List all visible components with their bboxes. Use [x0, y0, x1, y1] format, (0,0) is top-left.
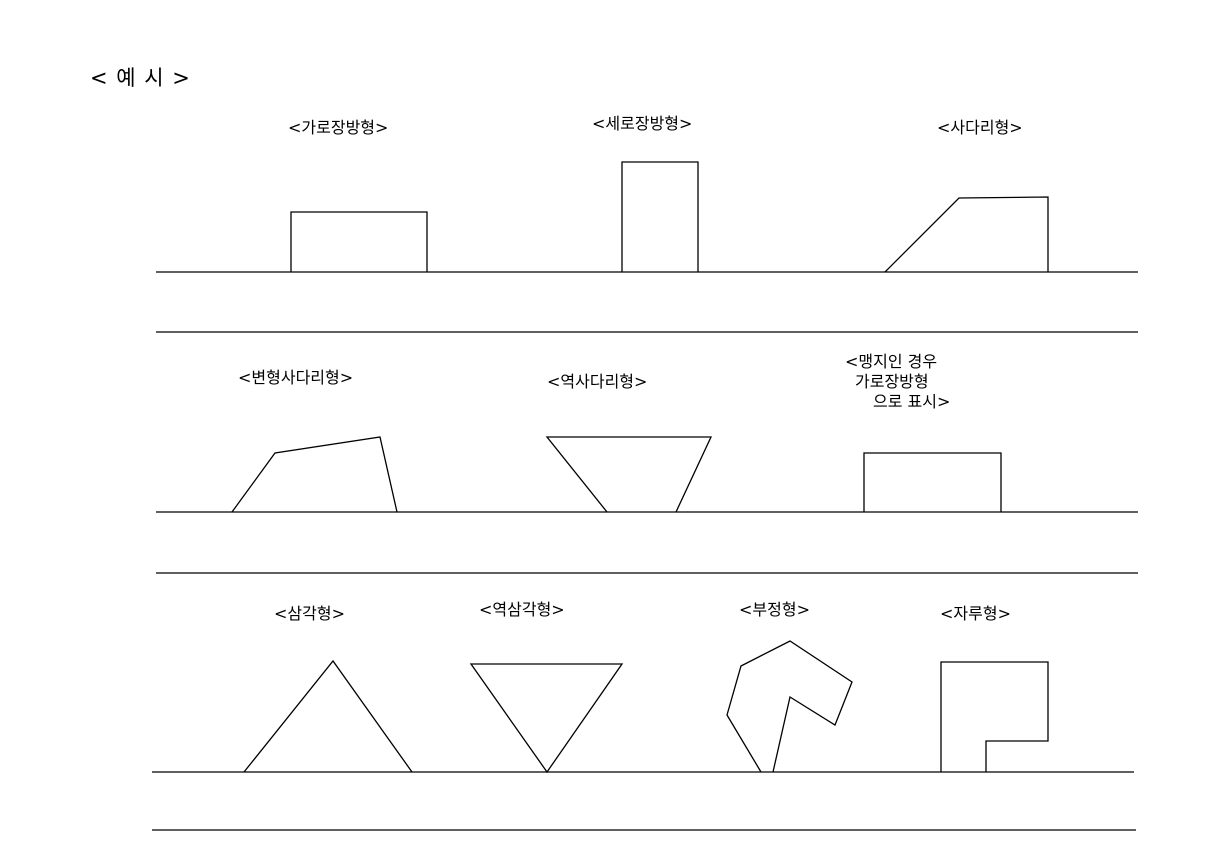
label-bag-shape: <자루형> — [940, 604, 1011, 623]
label-blind-lot: <맹지인 경우 가로장방형 으로 표시> — [845, 352, 950, 412]
inverted-trapezoid-shape — [545, 436, 713, 513]
label-horizontal-rectangle: <가로장방형> — [288, 118, 389, 137]
label-irregular-trapezoid: <변형사다리형> — [238, 368, 354, 387]
blind-lot-shape — [863, 452, 1002, 512]
triangle-shape — [243, 659, 413, 773]
label-blind-lot-line-1: <맹지인 경우 — [845, 352, 938, 371]
label-inverted-triangle: <역삼각형> — [479, 600, 565, 619]
label-blind-lot-line-3: 으로 표시> — [873, 392, 951, 411]
horizontal-rectangle-shape — [290, 211, 428, 272]
bag-shape — [940, 661, 1049, 772]
trapezoid-shape — [884, 196, 1049, 273]
label-triangle: <삼각형> — [274, 604, 345, 623]
page-title: < 예 시 > — [90, 66, 191, 90]
label-blind-lot-line-2: 가로장방형 — [855, 372, 929, 391]
irregular-trapezoid-shape — [231, 436, 398, 513]
inverted-triangle-shape — [469, 663, 624, 774]
irregular-shape — [726, 640, 853, 773]
label-inverted-trapezoid: <역사다리형> — [547, 372, 648, 391]
label-irregular: <부정형> — [739, 600, 810, 619]
vertical-rectangle-shape — [621, 161, 699, 272]
label-vertical-rectangle: <세로장방형> — [592, 114, 693, 133]
label-trapezoid: <사다리형> — [937, 118, 1023, 137]
